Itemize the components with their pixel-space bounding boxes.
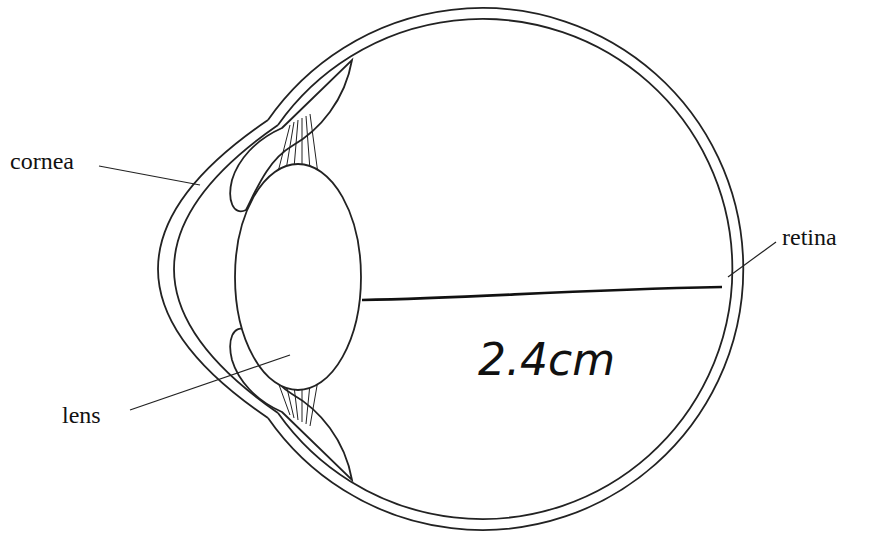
lens-shape (235, 164, 361, 390)
leader-line (130, 355, 290, 410)
leader-line (728, 242, 776, 277)
part-label: retina (782, 224, 837, 250)
part-label: cornea (10, 148, 74, 174)
leader-line (99, 166, 200, 185)
part-label: lens (62, 402, 101, 428)
dimension-label: 2.4cm (478, 336, 615, 384)
distance-line (362, 287, 722, 300)
